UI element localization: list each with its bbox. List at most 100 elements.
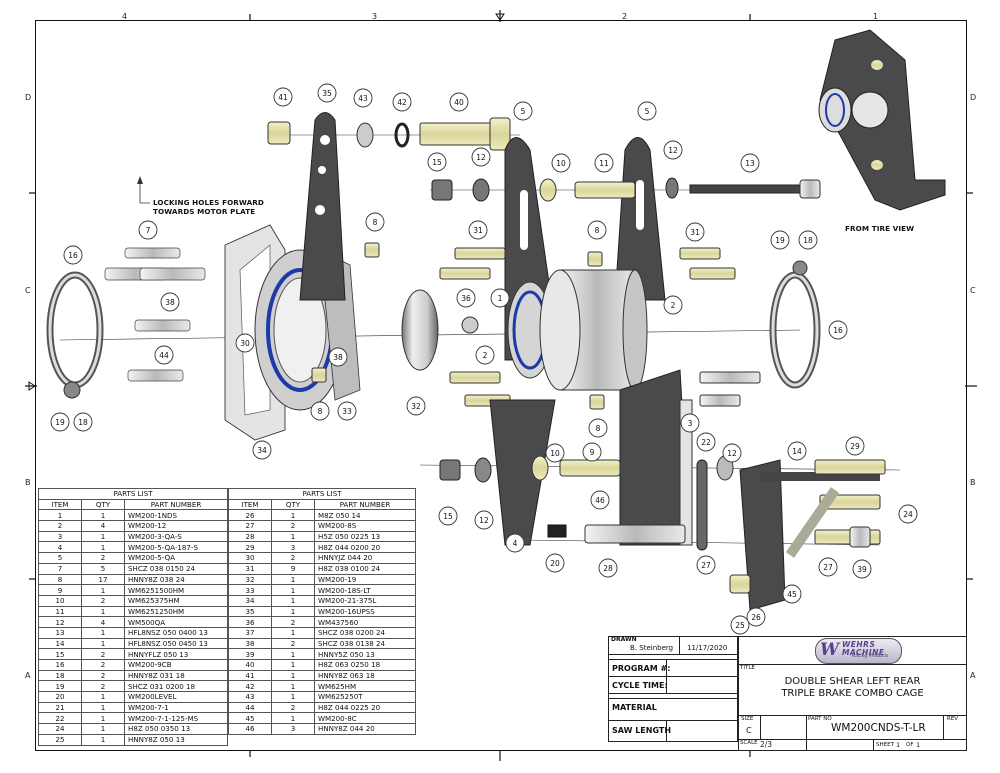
title-label: TITLE bbox=[740, 665, 755, 671]
balloon-circle bbox=[310, 401, 330, 421]
cell-item: 32 bbox=[228, 573, 272, 586]
cell-part-number: WM200-5-QA-187-S bbox=[124, 541, 228, 554]
balloon-circle bbox=[475, 345, 495, 365]
cell-item: 19 bbox=[38, 680, 82, 693]
balloon-number: 7 bbox=[146, 226, 151, 235]
cell-qty: 2 bbox=[81, 648, 125, 660]
balloon-circle bbox=[337, 401, 357, 421]
cell-qty: 9 bbox=[271, 562, 315, 575]
item-balloon: 30 bbox=[235, 333, 255, 353]
item-balloon: 8 bbox=[587, 220, 607, 240]
zone-row-label: C bbox=[970, 286, 976, 295]
cell-part-number: SHCZ 031 0200 18 bbox=[124, 680, 228, 693]
lower-plate bbox=[489, 399, 556, 546]
item-balloon: 18 bbox=[798, 230, 818, 250]
balloon-number: 9 bbox=[590, 448, 595, 457]
balloon-number: 30 bbox=[240, 339, 250, 348]
cell-part-number: HNNY8Z 044 20 bbox=[314, 723, 416, 735]
logo-text: WEHRS MACHINE bbox=[842, 640, 885, 657]
balloon-circle bbox=[273, 87, 293, 107]
item-balloon: 19 bbox=[770, 230, 790, 250]
balloon-number: 13 bbox=[745, 159, 755, 168]
scale-value: 2/3 bbox=[760, 740, 773, 749]
balloon-number: 46 bbox=[595, 496, 605, 505]
balloon-number: 39 bbox=[857, 565, 867, 574]
cell-part-number: WM200LEVEL bbox=[124, 691, 228, 703]
balloon-number: 28 bbox=[603, 564, 613, 573]
item-balloon: 18 bbox=[73, 412, 93, 432]
balloon-number: 1 bbox=[498, 294, 503, 303]
cell-part-number: HNNY8Z 031 18 bbox=[124, 669, 228, 682]
item-balloon: 2 bbox=[663, 295, 683, 315]
balloon-number: 19 bbox=[775, 236, 785, 245]
balloon-circle bbox=[696, 432, 716, 452]
balloon-number: 38 bbox=[165, 298, 175, 307]
cell-item: 21 bbox=[38, 701, 82, 714]
part-number-label: PART NO bbox=[808, 716, 832, 722]
cell-item: 10 bbox=[38, 594, 82, 607]
item-balloon: 32 bbox=[406, 396, 426, 416]
cell-qty: 1 bbox=[271, 509, 315, 522]
balloon-circle bbox=[598, 558, 618, 578]
item-balloon: 38 bbox=[160, 292, 180, 312]
cell-item: 14 bbox=[38, 637, 82, 650]
balloon-number: 29 bbox=[850, 442, 860, 451]
balloon-circle bbox=[680, 413, 700, 433]
balloon-circle bbox=[845, 436, 865, 456]
item-balloon: 12 bbox=[663, 140, 683, 160]
cell-item: 25 bbox=[38, 733, 82, 746]
balloon-number: 10 bbox=[556, 159, 566, 168]
balloon-number: 12 bbox=[668, 146, 678, 155]
cell-qty: 5 bbox=[81, 562, 125, 575]
zone-row-label: C bbox=[25, 286, 31, 295]
program-label: PROGRAM #: bbox=[612, 664, 671, 673]
balloon-circle bbox=[740, 153, 760, 173]
balloon-circle bbox=[50, 412, 70, 432]
cell-item: 34 bbox=[228, 594, 272, 607]
cell-qty: 2 bbox=[81, 680, 125, 693]
cell-item: 46 bbox=[228, 723, 272, 735]
cell-qty: 3 bbox=[271, 541, 315, 554]
cell-item: 35 bbox=[228, 605, 272, 618]
zone-row-label: A bbox=[970, 671, 976, 680]
item-balloon: 33 bbox=[337, 401, 357, 421]
item-balloon: 12 bbox=[474, 510, 494, 530]
cell-item: 9 bbox=[38, 584, 82, 596]
item-balloon: 10 bbox=[545, 443, 565, 463]
cell-qty: 1 bbox=[271, 584, 315, 596]
cell-part-number: WM625375HM bbox=[124, 594, 228, 607]
item-balloon: 26 bbox=[746, 607, 766, 627]
cell-part-number: WM200-1NDS bbox=[124, 509, 228, 522]
cell-part-number: WM625HM bbox=[314, 680, 416, 693]
cell-qty: 1 bbox=[271, 691, 315, 703]
note-line: TOWARDS MOTOR PLATE bbox=[153, 207, 256, 216]
cell-item: 45 bbox=[228, 712, 272, 725]
balloon-number: 33 bbox=[342, 407, 352, 416]
cell-part-number: WM200-8S bbox=[314, 520, 416, 532]
balloon-number: 15 bbox=[443, 512, 453, 521]
cycle-time-label: CYCLE TIME: bbox=[612, 681, 668, 690]
logo-subtext: Racing Products bbox=[852, 654, 889, 659]
item-balloon: 5 bbox=[513, 101, 533, 121]
cell-item: 36 bbox=[228, 616, 272, 628]
cell-item: 3 bbox=[38, 530, 82, 543]
balloon-circle bbox=[468, 220, 488, 240]
balloon-circle bbox=[590, 490, 610, 510]
balloon-circle bbox=[637, 101, 657, 121]
item-balloon: 3 bbox=[680, 413, 700, 433]
cell-qty: 2 bbox=[271, 637, 315, 650]
balloon-number: 15 bbox=[432, 158, 442, 167]
cell-part-number: SHCZ 038 0138 24 bbox=[314, 637, 416, 650]
balloon-number: 18 bbox=[803, 236, 813, 245]
